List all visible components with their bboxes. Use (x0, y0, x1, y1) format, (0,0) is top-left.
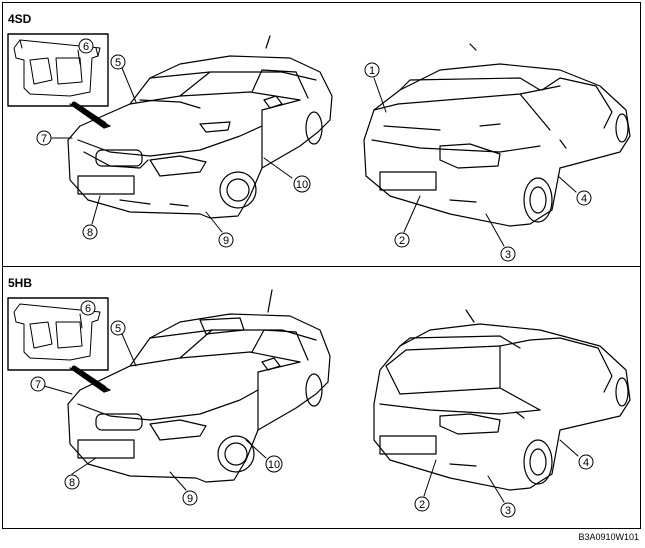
hatchback-rear-view (373, 309, 631, 491)
callout-label: 7 (35, 379, 41, 391)
sedan-rear-view (363, 43, 631, 227)
callout-label: 10 (268, 459, 280, 471)
callout-label: 5 (115, 57, 121, 69)
callout-label: 2 (399, 235, 405, 247)
hatchback-front-view (7, 289, 331, 483)
callout-label: 3 (505, 249, 511, 261)
callout-label: 10 (296, 179, 308, 191)
radiator-support-inset (7, 33, 109, 107)
callout-9-bottom: 9 (169, 471, 198, 506)
section-divider (2, 266, 641, 267)
callout-label: 8 (87, 227, 93, 239)
radiator-support-inset-5hb (7, 297, 109, 371)
callout-label: 9 (187, 493, 193, 505)
figure-frame (2, 2, 641, 529)
callout-10-top: 10 (263, 157, 311, 193)
callout-2-top: 2 (394, 195, 421, 248)
callouts: 6 5 7 8 9 10 1 (30, 38, 594, 518)
callout-3-top: 3 (485, 213, 516, 262)
callout-label: 6 (85, 303, 91, 315)
callout-6-bottom: 6 (79, 300, 96, 329)
callout-label: 5 (115, 323, 121, 335)
callout-4-bottom: 4 (559, 439, 594, 470)
callout-label: 4 (581, 193, 587, 205)
callout-4-top: 4 (557, 175, 592, 206)
callout-10-bottom: 10 (245, 439, 283, 473)
callout-7-top: 7 (36, 130, 73, 146)
callout-label: 7 (41, 133, 47, 145)
callout-label: 1 (369, 65, 375, 77)
callout-8-bottom: 8 (64, 457, 97, 490)
callout-label: 6 (83, 41, 89, 53)
callout-6-top: 6 (77, 38, 94, 65)
sedan-front-view (7, 33, 333, 219)
figure-code: B3A0910W101 (578, 532, 639, 542)
callout-label: 8 (69, 477, 75, 489)
callout-7-bottom: 7 (30, 376, 73, 395)
callout-2-bottom: 2 (414, 459, 437, 512)
callout-1-top: 1 (364, 62, 387, 113)
callout-8-top: 8 (82, 195, 101, 240)
callout-label: 2 (419, 499, 425, 511)
callout-label: 9 (223, 235, 229, 247)
section-label-5hb: 5HB (8, 276, 33, 290)
callout-5-top: 5 (110, 54, 137, 103)
callout-3-bottom: 3 (487, 475, 516, 518)
callout-5-bottom: 5 (110, 320, 137, 367)
section-label-4sd: 4SD (8, 12, 32, 26)
callout-label: 4 (583, 457, 589, 469)
callout-9-top: 9 (205, 211, 234, 248)
callout-label: 3 (505, 505, 511, 517)
